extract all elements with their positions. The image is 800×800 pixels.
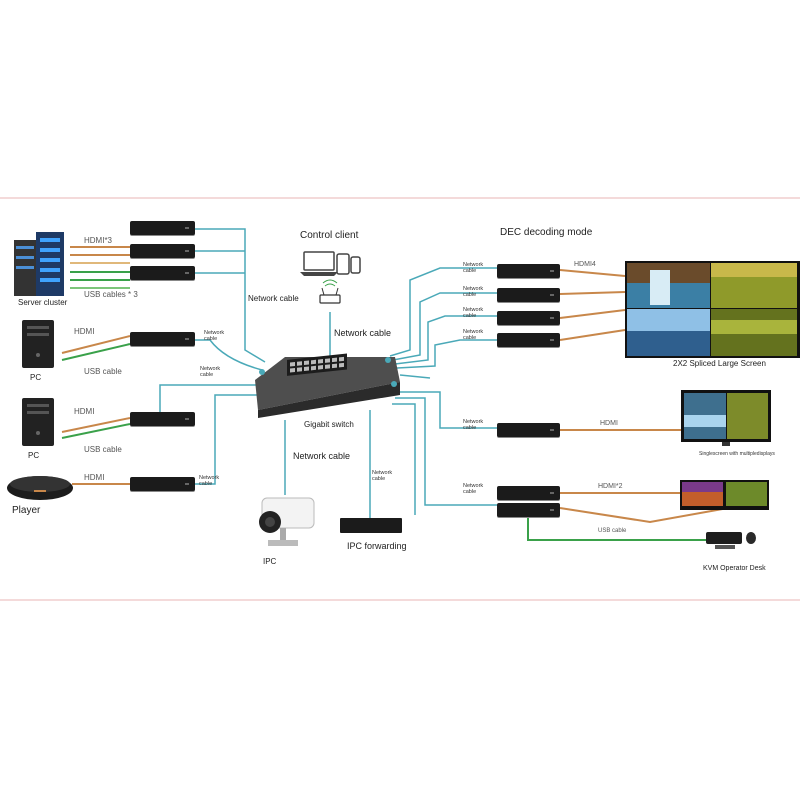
- player-label: Player: [12, 505, 41, 516]
- single-screen-label: Singlescreen with multipledisplays: [699, 451, 775, 457]
- server-cluster-label: Server cluster: [18, 298, 68, 307]
- pc1-label: PC: [30, 373, 42, 382]
- hdmi3-label: HDMI*3: [84, 236, 113, 245]
- encoder-box-player: [130, 477, 195, 491]
- encoder-box-pc-1: [130, 332, 195, 346]
- spliced-screen-graphic: [625, 261, 800, 358]
- net-r5-label: Network cable: [463, 419, 484, 431]
- hdmi-player-label: HDMI: [84, 473, 105, 482]
- dec-mode-label: DEC decoding mode: [500, 227, 593, 238]
- encoder-box-pc-2: [130, 412, 195, 426]
- decoder-box-4: [497, 333, 560, 347]
- decoder-box-kvm-1: [497, 486, 560, 500]
- net-r2-label: Network cable: [463, 286, 484, 298]
- gigabit-switch-graphic: [255, 353, 400, 418]
- control-client-label: Control client: [300, 230, 359, 241]
- hdmi-single-label: HDMI: [600, 420, 618, 427]
- usb-cables3-label: USB cables * 3: [84, 290, 138, 299]
- control-client-graphic: [300, 251, 361, 276]
- pc-tower-graphic-2: [22, 398, 54, 446]
- net-small-pc1-label: Network cable: [204, 330, 225, 342]
- hdmi4-label: HDMI4: [574, 261, 596, 268]
- encoder-box-server-2: [130, 244, 195, 258]
- router-graphic: [319, 279, 341, 304]
- network-cable-router-label: Network cable: [334, 328, 392, 338]
- player-graphic: [7, 476, 73, 500]
- net-r6-label: Network cable: [463, 483, 484, 495]
- net-small-player-label: Network cable: [199, 475, 220, 487]
- kvm-desk-graphic: [706, 532, 756, 549]
- kvm-tv-graphics: [680, 480, 769, 510]
- decoder-box-3: [497, 311, 560, 325]
- single-screen-graphic: [681, 390, 771, 446]
- network-cables-left: [159, 228, 371, 518]
- network-cable-bottom-label: Network cable: [293, 451, 351, 461]
- hdmi2-label: HDMI*2: [598, 483, 623, 490]
- decoder-box-single: [497, 423, 560, 437]
- ipc-forwarding-box: [340, 518, 402, 533]
- net-small-pc2-label: Network cable: [200, 366, 221, 378]
- encoder-box-server-1: [130, 221, 195, 235]
- pc-tower-graphic-1: [22, 320, 54, 368]
- kvm-desk-label: KVM Operator Desk: [703, 565, 766, 572]
- net-r1-label: Network cable: [463, 262, 484, 274]
- server-cluster-graphic: [14, 232, 64, 296]
- av-cables-left: [61, 246, 131, 485]
- gigabit-switch-label: Gigabit switch: [304, 420, 354, 429]
- spliced-screen-label: 2X2 Spliced Large Screen: [673, 359, 766, 368]
- usb-pc2-label: USB cable: [84, 445, 122, 454]
- usb-pc1-label: USB cable: [84, 367, 122, 376]
- ipc-forwarding-label: IPC forwarding: [347, 541, 407, 551]
- decoder-box-2: [497, 288, 560, 302]
- hdmi-pc2-label: HDMI: [74, 407, 95, 416]
- ipc-label: IPC: [263, 557, 277, 566]
- encoder-box-server-3: [130, 266, 195, 280]
- net-r4-label: Network cable: [463, 329, 484, 341]
- pc2-label: PC: [28, 451, 40, 460]
- decoder-box-kvm-2: [497, 503, 560, 517]
- network-cables-right: [389, 267, 497, 515]
- ipc-camera-graphic: [259, 497, 315, 546]
- network-cable-left-label: Network cable: [248, 294, 299, 303]
- hdmi-pc1-label: HDMI: [74, 327, 95, 336]
- net-small-ipc-label: Network cable: [372, 470, 393, 482]
- net-r3-label: Network cable: [463, 307, 484, 319]
- decoder-box-1: [497, 264, 560, 278]
- usb-cable-kvm-label: USB cable: [598, 528, 627, 534]
